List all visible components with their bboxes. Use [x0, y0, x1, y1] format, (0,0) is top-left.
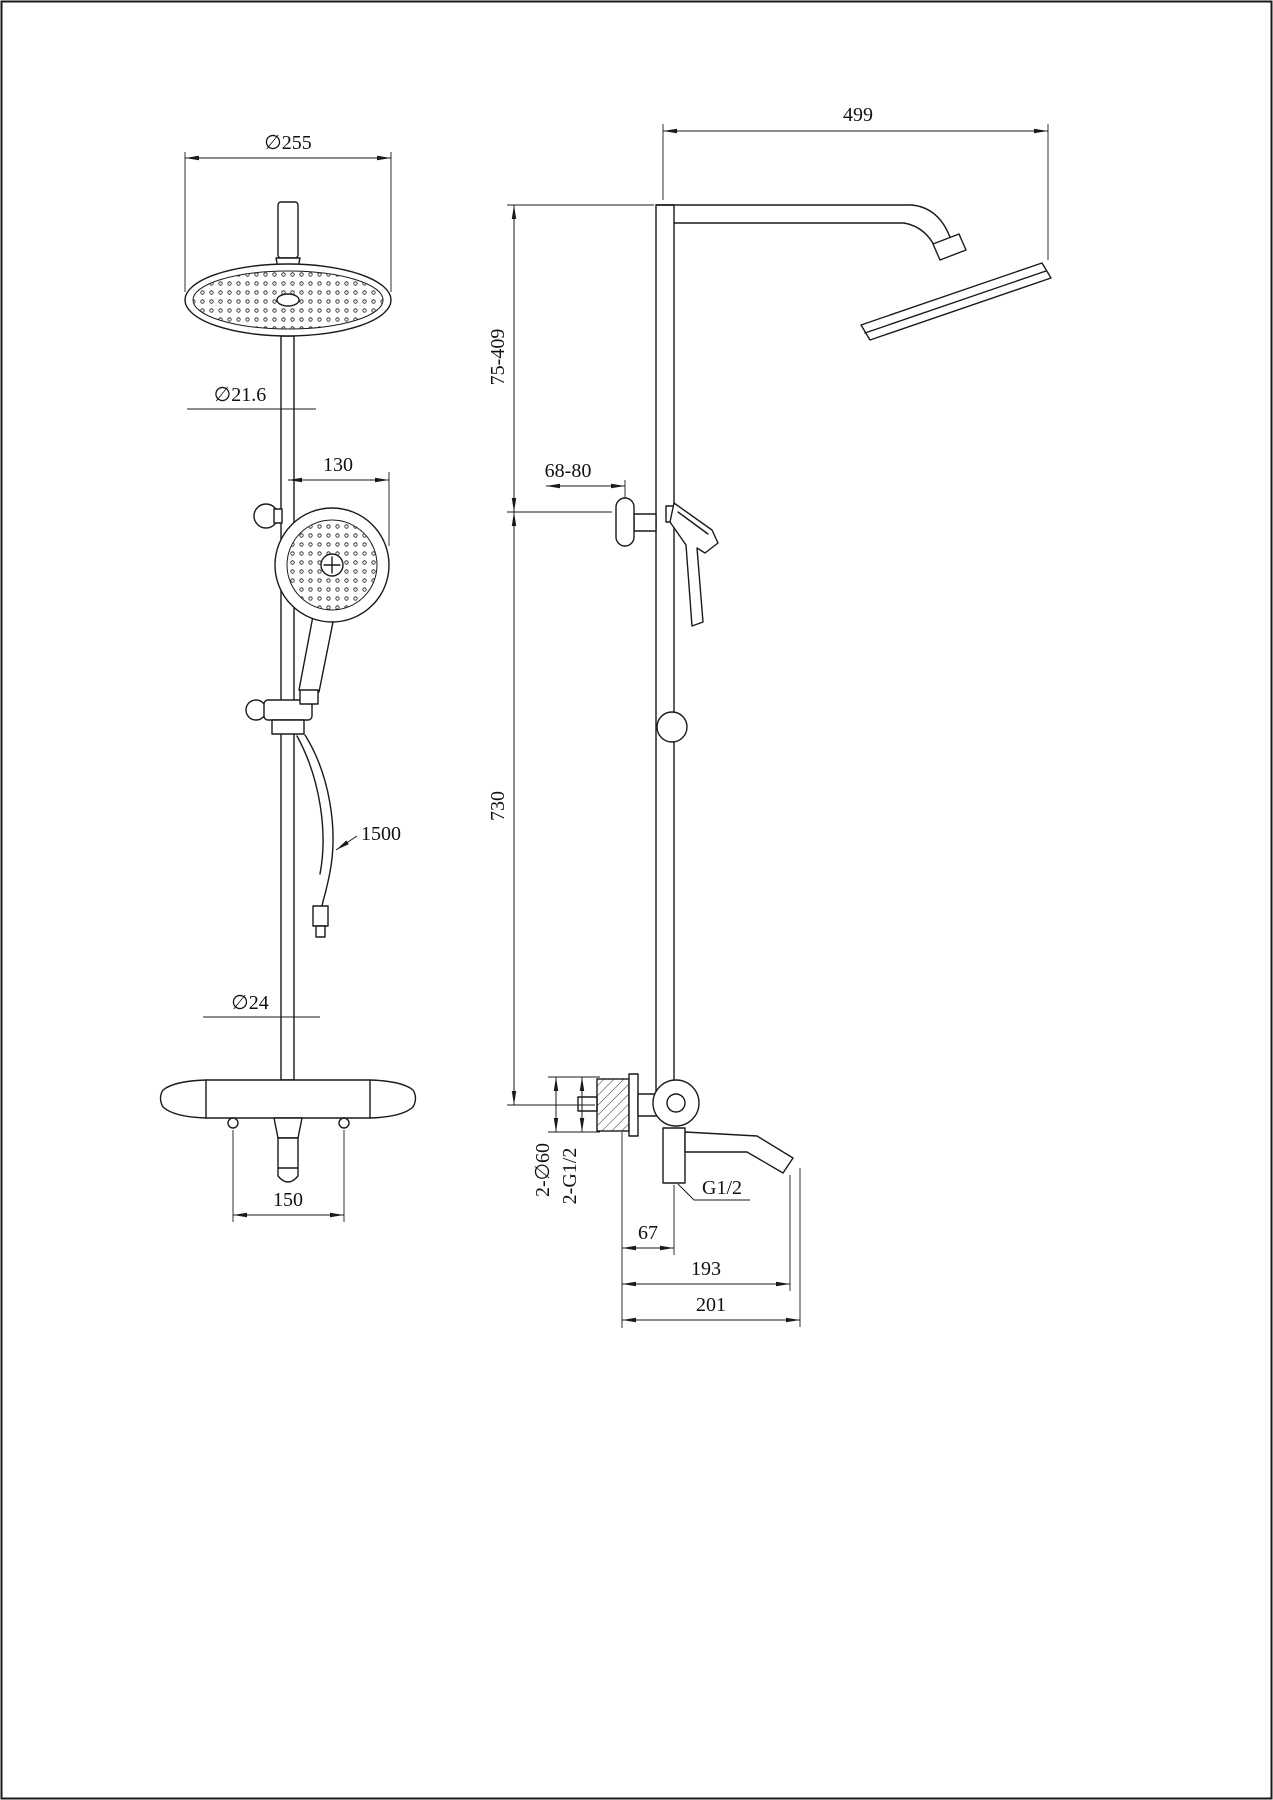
escutcheon-spec-label: 2-∅60 — [532, 1143, 554, 1197]
shower-arm-side — [655, 204, 1052, 341]
dim-arm-reach-label: 499 — [843, 104, 873, 126]
shower-hose-front — [296, 734, 334, 938]
inlet-right-front — [338, 1117, 350, 1129]
wall-escutcheon-side — [596, 1078, 630, 1132]
dim-wall-to-outlet-label: 67 — [638, 1222, 658, 1244]
hand-shower-front — [274, 507, 390, 705]
side-view: 499 75-409 68-80 730 2-∅60 2-G1/2 — [487, 104, 1052, 1328]
wall-flange-side — [615, 497, 635, 547]
inlet-thread-label: 2-G1/2 — [559, 1148, 581, 1205]
head-stub-pipe-front — [277, 201, 299, 259]
flange-stub-side — [577, 1096, 598, 1112]
dim-riser-height-label: 730 — [487, 791, 509, 821]
dim-riser-diameter-label: ∅21.6 — [214, 384, 266, 406]
slider-bracket-front — [245, 699, 313, 735]
outlet-stub-side — [662, 1127, 686, 1184]
dim-inlet-spacing-label: 150 — [273, 1189, 303, 1211]
dim-handshower-offset-label: 130 — [323, 454, 353, 476]
dim-spout-reach-label: 193 — [691, 1258, 721, 1280]
head-connector-nut-side — [932, 233, 967, 261]
hand-shower-side — [665, 502, 719, 627]
dimensions-front: ∅255 ∅21.6 130 1500 ∅24 150 — [184, 132, 401, 1222]
riser-pipe-side — [655, 204, 675, 1106]
dim-head-diameter-label: ∅255 — [264, 132, 311, 154]
hand-shower-handle-front — [298, 611, 336, 693]
front-view: ∅255 ∅21.6 130 1500 ∅24 150 — [159, 132, 417, 1222]
spout-side — [684, 1131, 794, 1174]
mixer-valve-side — [577, 1073, 794, 1184]
outlet-thread-label: G1/2 — [702, 1177, 742, 1199]
spout-front — [277, 1137, 299, 1183]
dim-lower-riser-diameter-label: ∅24 — [231, 992, 268, 1014]
rain-shower-head-front — [184, 201, 392, 337]
dim-overall-reach-label: 201 — [696, 1294, 726, 1316]
wall-bracket-side — [615, 497, 657, 547]
inlet-left-front — [227, 1117, 239, 1129]
dim-wall-clearance-label: 68-80 — [545, 460, 592, 482]
dimensions-side: 499 75-409 68-80 730 2-∅60 2-G1/2 — [487, 104, 1049, 1328]
dim-upper-range-label: 75-409 — [487, 329, 509, 386]
mixer-valve-front — [159, 1079, 417, 1183]
slider-knob-side — [656, 711, 688, 743]
upper-holder-knob-front — [253, 503, 283, 529]
hose-length-label: 1500 — [361, 823, 401, 845]
